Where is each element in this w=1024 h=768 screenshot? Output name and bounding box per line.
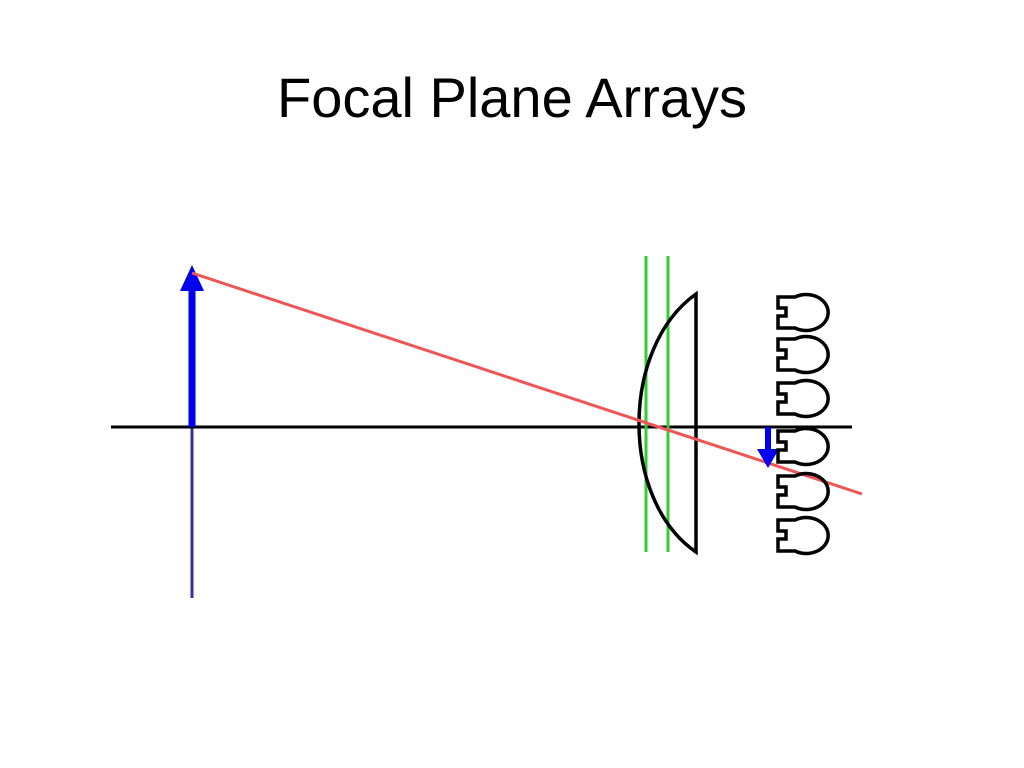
- plano-convex-lens: [637, 290, 698, 556]
- detector-element: [776, 292, 830, 333]
- detector-array: [776, 292, 830, 556]
- slide-title: Focal Plane Arrays: [277, 66, 747, 129]
- detector-element: [776, 515, 830, 556]
- image-arrow: [757, 427, 779, 468]
- chief-ray: [191, 271, 863, 496]
- object-arrow: [180, 265, 204, 427]
- detector-element: [776, 378, 830, 419]
- detector-element: [776, 426, 830, 467]
- detector-element: [776, 334, 830, 375]
- detector-element: [776, 471, 830, 512]
